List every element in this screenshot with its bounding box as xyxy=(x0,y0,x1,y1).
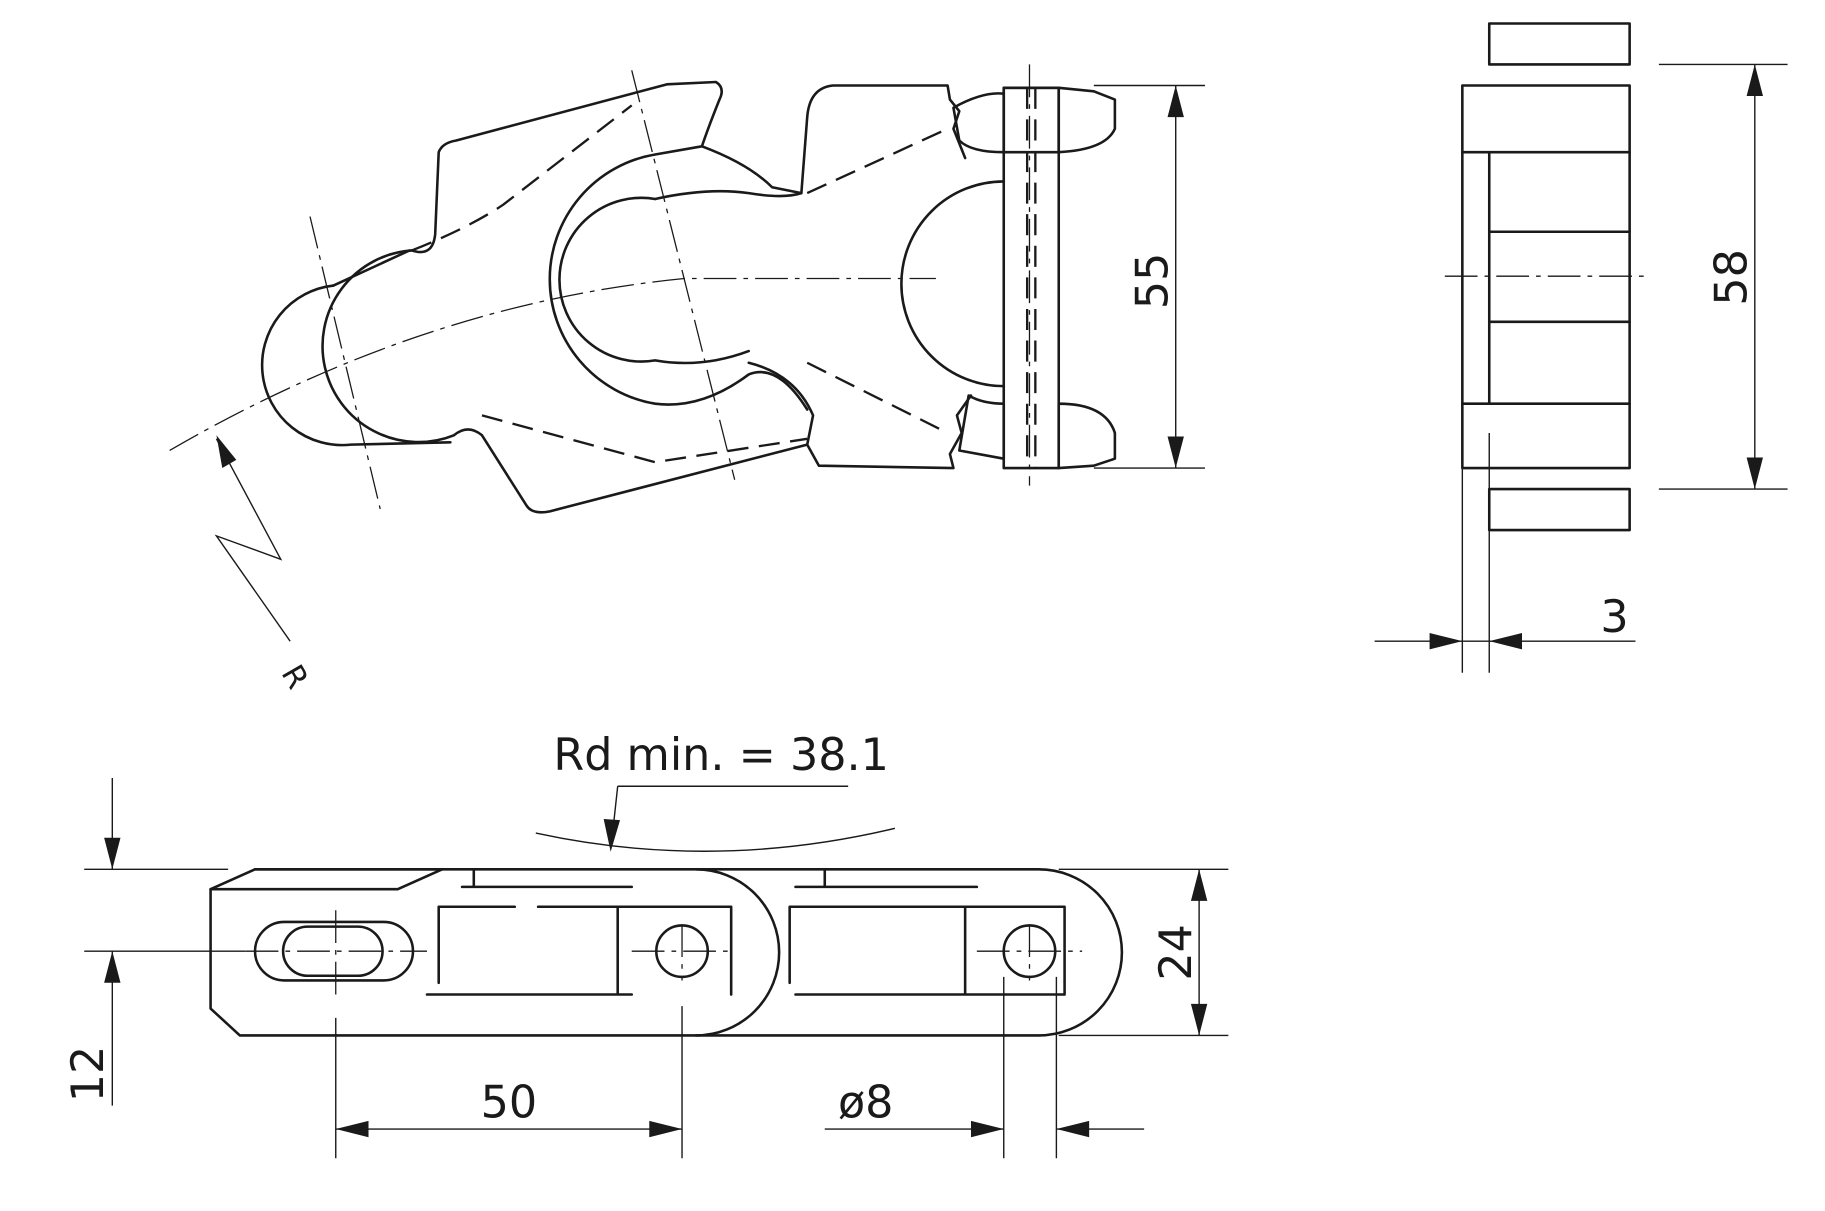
middle-link-outline xyxy=(410,80,809,411)
bend-radius-note: Rd min. = 38.1 xyxy=(553,730,889,781)
left-link-inner-arc xyxy=(260,284,452,447)
side-view: 55 R xyxy=(169,64,1205,695)
dim-55: 55 xyxy=(1128,253,1179,310)
dim-12: 12 xyxy=(63,1046,114,1103)
radius-label: R xyxy=(274,659,315,695)
middle-link-inner-arc xyxy=(558,196,751,365)
end-view: 58 3 xyxy=(1374,22,1788,673)
right-socket-arc xyxy=(900,180,1006,388)
dim-3: 3 xyxy=(1600,592,1628,643)
dim-24: 24 xyxy=(1151,924,1202,981)
dim-50: 50 xyxy=(481,1077,538,1128)
pin-section xyxy=(1002,86,1061,470)
dim-pin-diameter: ø8 xyxy=(838,1077,893,1128)
top-view: Rd min. = 38.1 24 12 50 ø8 xyxy=(63,730,1229,1159)
dim-58: 58 xyxy=(1707,249,1758,306)
